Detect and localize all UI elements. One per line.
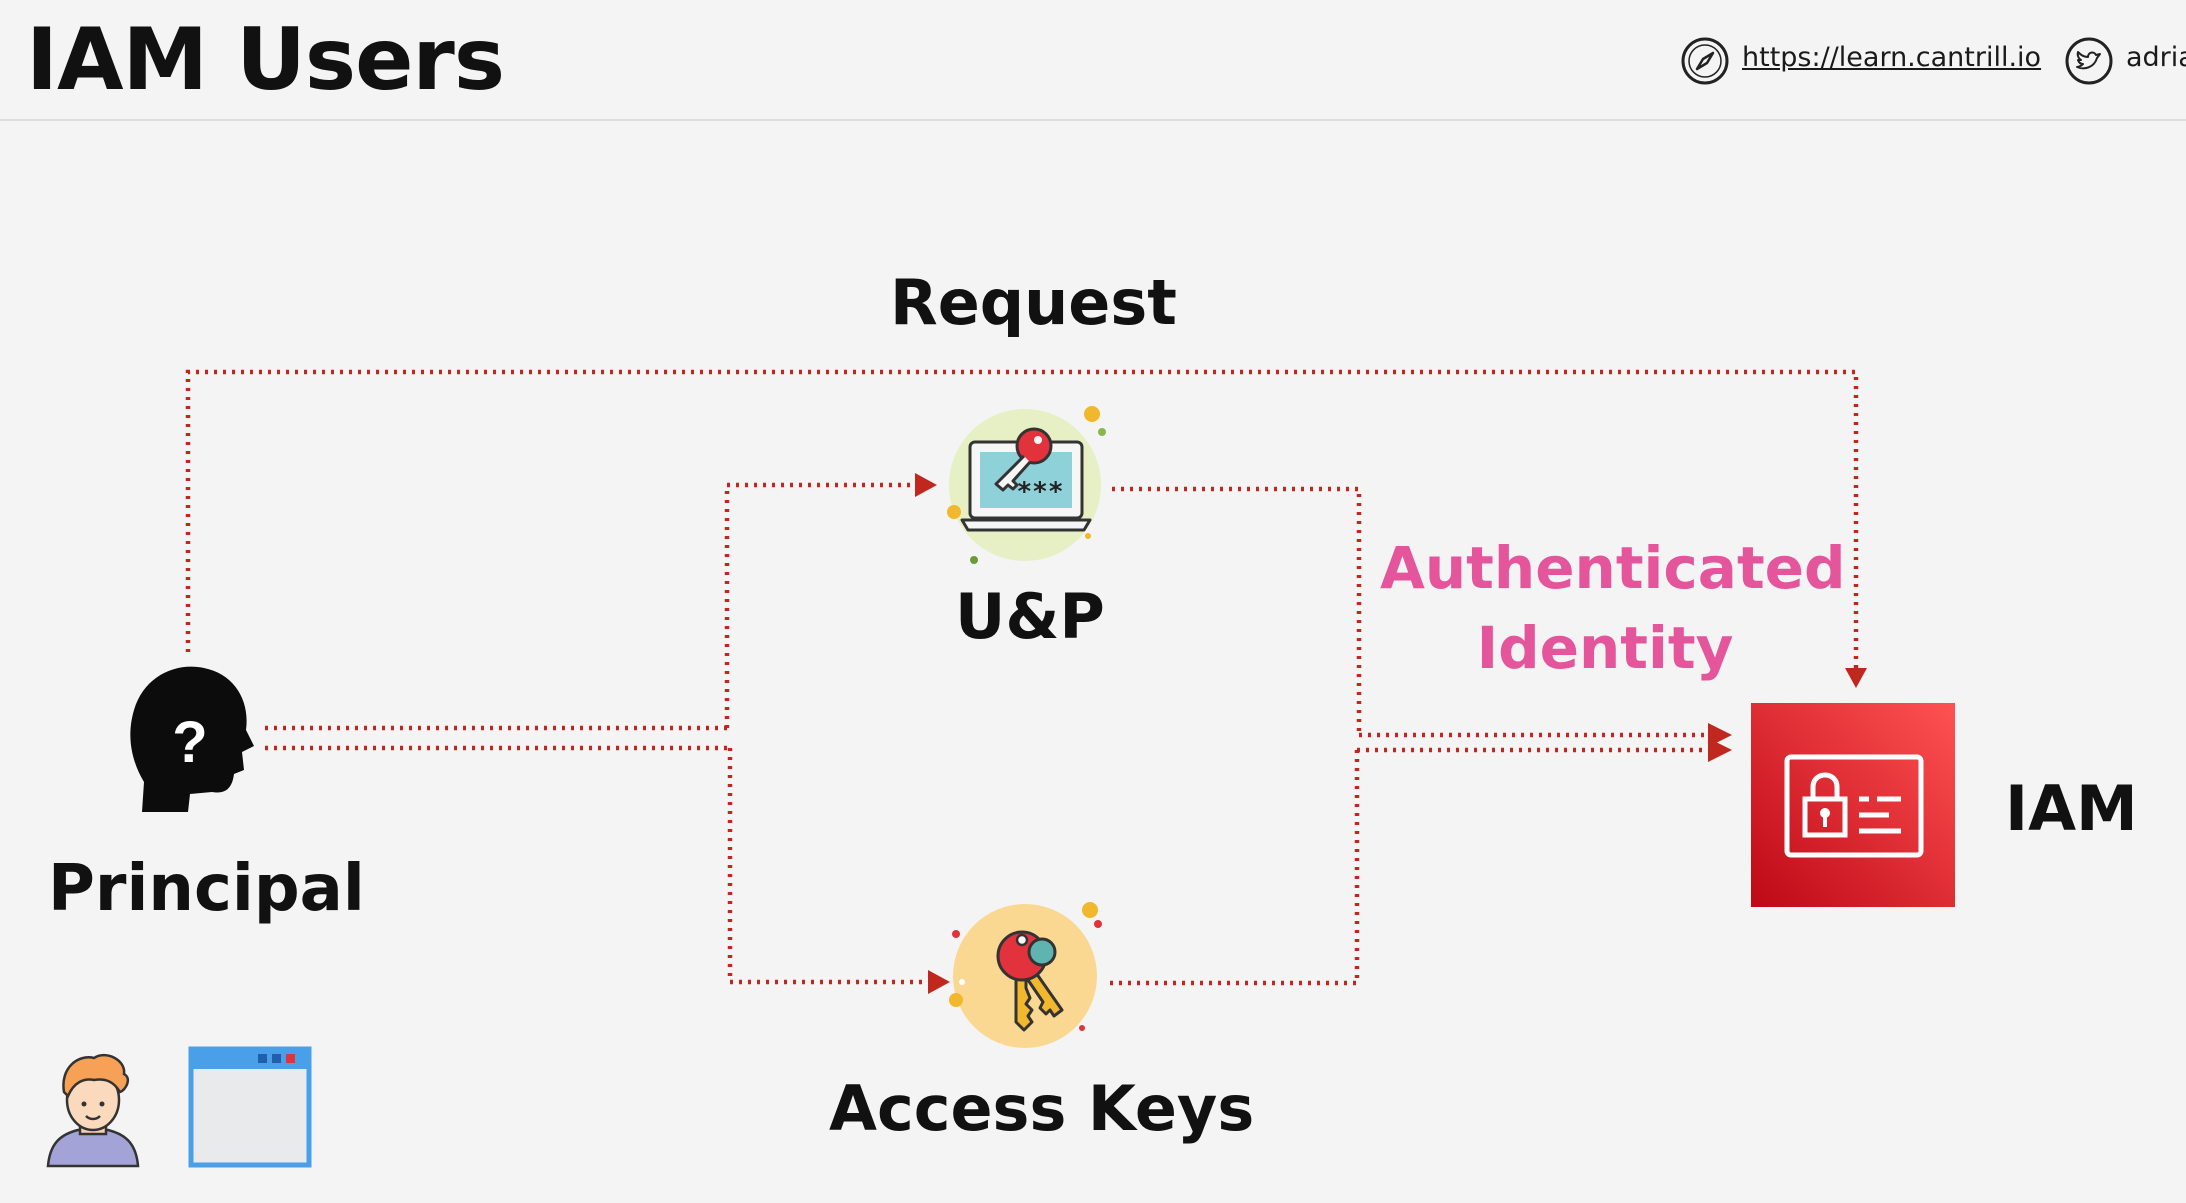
page-title: IAM Users — [26, 10, 505, 110]
branch-keys-line — [727, 748, 928, 985]
iam-service-icon — [1751, 703, 1955, 907]
request-label: Request — [890, 266, 1177, 339]
website-link[interactable]: https://learn.cantrill.io — [1742, 42, 2042, 73]
username-password-icon: *** — [947, 406, 1106, 564]
access-keys-icon — [949, 902, 1102, 1048]
keys-out-line — [1110, 750, 1360, 986]
arrow-to-up — [915, 473, 937, 497]
principal-head-icon: ? — [130, 666, 254, 812]
arrow-to-keys — [928, 970, 950, 994]
application-window-icon — [188, 1046, 312, 1168]
iam-label: IAM — [2005, 772, 2138, 845]
principal-question-mark: ? — [172, 710, 207, 775]
request-line — [185, 369, 1859, 672]
arrow-to-iam-top — [1845, 668, 1867, 688]
password-mask: *** — [1017, 477, 1064, 507]
up-label: U&P — [955, 580, 1105, 653]
compass-icon[interactable] — [1680, 36, 1730, 86]
branch-up-line — [724, 482, 915, 728]
principal-label: Principal — [48, 852, 365, 926]
human-user-icon — [46, 1053, 140, 1168]
arrow-to-iam-lower — [1708, 738, 1732, 762]
twitter-icon[interactable] — [2064, 36, 2114, 86]
header-divider — [0, 119, 2186, 121]
twitter-handle[interactable]: adria — [2126, 42, 2186, 73]
authenticated-label-line1: Authenticated — [1380, 534, 1846, 602]
authenticated-label-line2: Identity — [1476, 614, 1734, 682]
authenticated-identity-label: Authenticated Identity — [1380, 528, 1846, 688]
up-out-line — [1112, 486, 1362, 735]
access-keys-label: Access Keys — [829, 1072, 1255, 1145]
